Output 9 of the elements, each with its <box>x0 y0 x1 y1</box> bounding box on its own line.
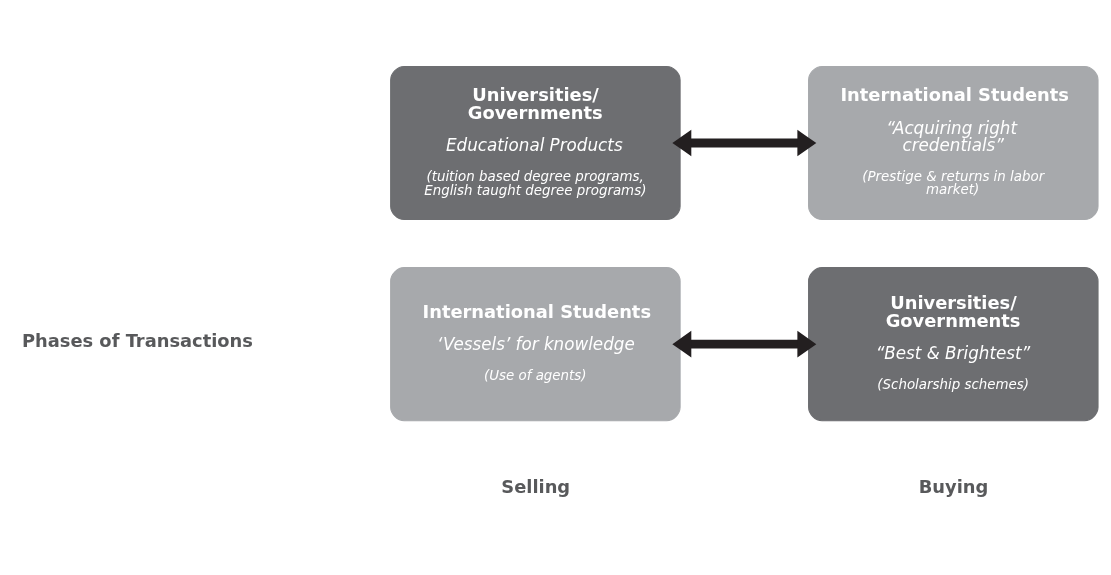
node-box: International Students ‘Vessels’ for knowledge (Use of agents) <box>390 266 681 421</box>
label: Buying <box>918 475 989 497</box>
label: Selling <box>501 475 571 497</box>
arrow <box>672 330 817 357</box>
arrow <box>672 129 817 156</box>
node-box: International Students “Acquiring right credentials” (Prestige & returns in labor market) <box>808 65 1099 220</box>
node-box: Universities/ Governments “Best & Brightest” (Scholarship schemes) <box>808 266 1099 421</box>
label: Phases of Transactions <box>21 329 253 351</box>
node-box: Universities/ Governments Educational Products (tuition based degree programs, English taught degree programs) <box>390 65 681 220</box>
